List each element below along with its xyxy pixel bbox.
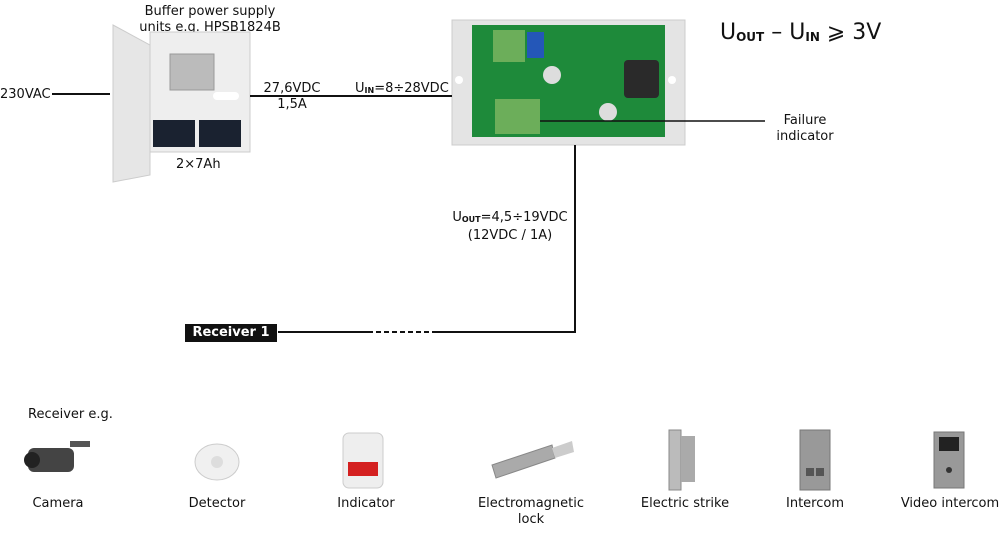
receiver-camera-label: Camera [32, 496, 84, 511]
uout-label: UOUT=4,5÷19VDC(12VDC / 1A) [452, 210, 568, 243]
video-intercom-icon [933, 431, 965, 489]
voltage-formula: UOUT – UIN ⩾ 3V [720, 20, 882, 45]
electric-strike-icon [668, 429, 695, 491]
psu-cabinet-image [112, 24, 251, 183]
magnetic-lock-icon [491, 441, 574, 479]
battery-label: 2×7Ah [176, 157, 221, 172]
receiver-electric-strike-label: Electric strike [640, 496, 730, 511]
receiver-detector-label: Detector [188, 496, 246, 511]
receiver-1-box: Receiver 1 [185, 324, 277, 342]
link-current: 1,5A [277, 97, 307, 112]
receiver-video-intercom-label: Video intercom [900, 496, 1000, 511]
input-voltage-label: 230VAC [0, 87, 51, 102]
receiver-intercom-label: Intercom [786, 496, 844, 511]
receivers-heading: Receiver e.g. [28, 407, 113, 422]
converter-module-image [451, 19, 686, 146]
detector-icon [194, 443, 240, 481]
intercom-icon [799, 429, 831, 491]
uin-label: UIN=8÷28VDC [355, 81, 449, 96]
link-voltage: 27,6VDC [263, 81, 321, 96]
siren-icon [342, 432, 384, 489]
camera-icon [24, 441, 90, 472]
receiver-indicator-label: Indicator [337, 496, 395, 511]
